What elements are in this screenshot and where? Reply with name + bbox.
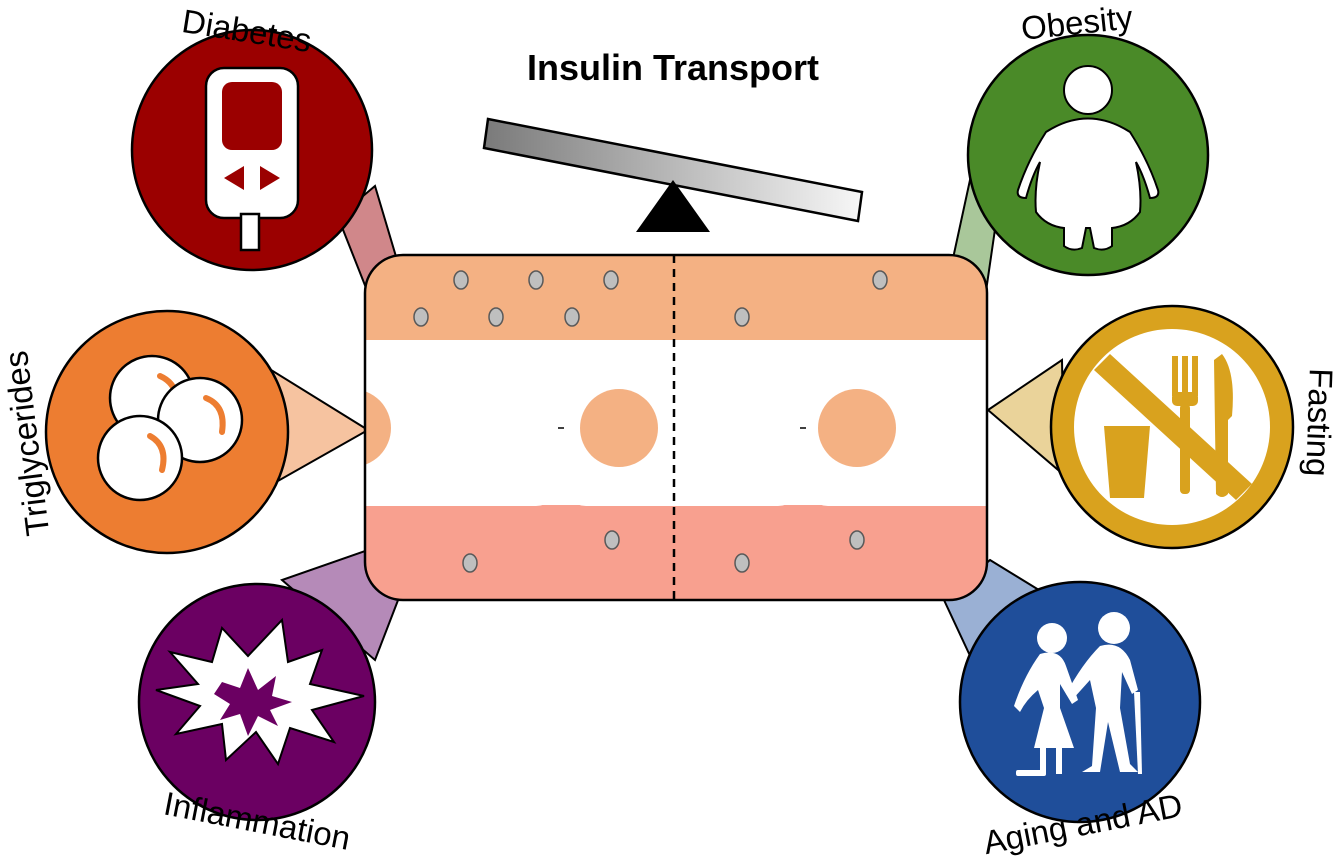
insulin-particle bbox=[462, 553, 478, 573]
cell-nucleus bbox=[818, 389, 896, 467]
connector-cones bbox=[253, 178, 1066, 662]
inflammation-factor: Inflammation bbox=[137, 582, 377, 857]
endothelial-barrier-border bbox=[363, 253, 989, 602]
aging-factor: Aging and AD bbox=[958, 580, 1202, 859]
insulin-particle bbox=[453, 270, 469, 290]
burst-core bbox=[214, 668, 292, 736]
endothelial-barrier bbox=[365, 255, 987, 600]
fasting-factor: Fasting bbox=[1049, 304, 1338, 550]
aging-circle bbox=[958, 580, 1202, 824]
insulin-particle bbox=[603, 270, 619, 290]
seesaw-beam bbox=[482, 117, 864, 223]
seesaw-fulcrum bbox=[636, 180, 710, 232]
blood-side-region bbox=[365, 255, 987, 350]
insulin-particle bbox=[604, 530, 620, 550]
cell-nucleus bbox=[580, 389, 658, 467]
cell-nucleus bbox=[365, 389, 391, 467]
diabetes-factor: Diabetes bbox=[130, 2, 374, 272]
insulin-particles-brain bbox=[462, 530, 865, 573]
fasting-label: Fasting bbox=[1299, 368, 1338, 477]
no-food-icon bbox=[1094, 354, 1252, 500]
insulin-particles-blood bbox=[413, 270, 888, 327]
insulin-particle bbox=[734, 307, 750, 327]
insulin-particle bbox=[488, 307, 504, 327]
insulin-particle bbox=[564, 307, 580, 327]
endothelial-cell bbox=[806, 348, 987, 506]
obesity-factor: Obesity bbox=[966, 0, 1210, 277]
diagram-title: Insulin Transport bbox=[527, 47, 819, 88]
lipid-droplets-icon bbox=[96, 354, 244, 502]
insulin-particle bbox=[734, 553, 750, 573]
insulin-particle bbox=[528, 270, 544, 290]
insulin-particle bbox=[872, 270, 888, 290]
brain-side-region bbox=[365, 505, 987, 600]
elderly-couple-icon bbox=[1014, 612, 1142, 776]
obese-person-icon bbox=[1016, 65, 1160, 251]
seesaw bbox=[482, 117, 864, 232]
endothelial-cell bbox=[365, 348, 558, 506]
glucose-meter-icon bbox=[204, 66, 300, 252]
insulin-particle bbox=[413, 307, 429, 327]
triglycerides-factor: Triglycerides bbox=[0, 309, 290, 555]
insulin-particle bbox=[849, 530, 865, 550]
